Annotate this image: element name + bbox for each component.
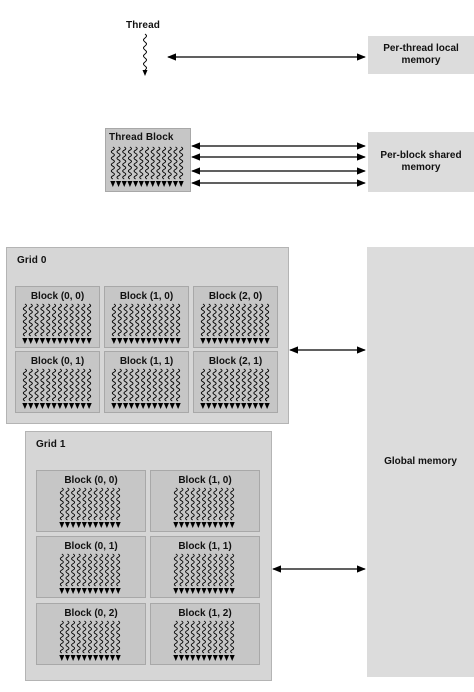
thread-block-label: Thread Block	[109, 132, 174, 143]
shared-memory-line1: Per-block shared	[380, 150, 462, 161]
global-memory-label: Global memory	[384, 456, 457, 467]
thread-label: Thread	[126, 20, 160, 31]
grid-1-label: Grid 1	[36, 439, 66, 450]
grid-1: Grid 1 Block (0, 0) Block (1, 0) Block (…	[25, 431, 272, 681]
grid-0-block: Block (1, 0)	[104, 286, 189, 348]
threads-wavy-icon	[22, 368, 92, 409]
thread-wavy-icon	[142, 33, 148, 76]
grid-0-block: Block (0, 0)	[15, 286, 100, 348]
local-memory-line2: memory	[401, 55, 441, 66]
grid-1-block: Block (1, 0)	[150, 470, 260, 532]
per-thread-local-memory: Per-thread local memory	[368, 36, 474, 74]
thread-block: Thread Block	[105, 128, 191, 192]
threads-wavy-icon	[200, 368, 270, 409]
block-label: Block (0, 1)	[64, 541, 118, 552]
threads-wavy-icon	[173, 487, 235, 528]
threads-wavy-icon	[110, 146, 184, 187]
grid-0-block: Block (0, 1)	[15, 351, 100, 413]
block-label: Block (2, 0)	[208, 291, 263, 302]
threads-wavy-icon	[111, 368, 181, 409]
block-label: Block (0, 0)	[30, 291, 85, 302]
block-label: Block (1, 1)	[119, 356, 174, 367]
block-label: Block (1, 1)	[178, 541, 232, 552]
grid-0-block: Block (1, 1)	[104, 351, 189, 413]
block-label: Block (2, 1)	[208, 356, 263, 367]
threads-wavy-icon	[200, 303, 270, 344]
local-memory-line1: Per-thread local	[383, 43, 459, 54]
block-label: Block (1, 0)	[119, 291, 174, 302]
grid-0-label: Grid 0	[17, 255, 47, 266]
grid-1-block: Block (0, 1)	[36, 536, 146, 598]
grid-0-block: Block (2, 0)	[193, 286, 278, 348]
block-label: Block (0, 0)	[64, 475, 118, 486]
grid-1-block: Block (0, 0)	[36, 470, 146, 532]
grid-1-block: Block (1, 1)	[150, 536, 260, 598]
block-label: Block (0, 1)	[30, 356, 85, 367]
threads-wavy-icon	[22, 303, 92, 344]
grid-1-block: Block (0, 2)	[36, 603, 146, 665]
threads-wavy-icon	[59, 620, 121, 661]
threads-wavy-icon	[59, 487, 121, 528]
threads-wavy-icon	[173, 553, 235, 594]
block-label: Block (1, 0)	[178, 475, 232, 486]
threads-wavy-icon	[111, 303, 181, 344]
global-memory: Global memory	[367, 247, 474, 677]
per-block-shared-memory: Per-block shared memory	[368, 132, 474, 192]
grid-0-block: Block (2, 1)	[193, 351, 278, 413]
block-label: Block (0, 2)	[64, 608, 118, 619]
grid-0: Grid 0 Block (0, 0) Block (1, 0) Block (…	[6, 247, 289, 424]
grid-1-block: Block (1, 2)	[150, 603, 260, 665]
threads-wavy-icon	[59, 553, 121, 594]
block-label: Block (1, 2)	[178, 608, 232, 619]
shared-memory-line2: memory	[401, 162, 441, 173]
threads-wavy-icon	[173, 620, 235, 661]
